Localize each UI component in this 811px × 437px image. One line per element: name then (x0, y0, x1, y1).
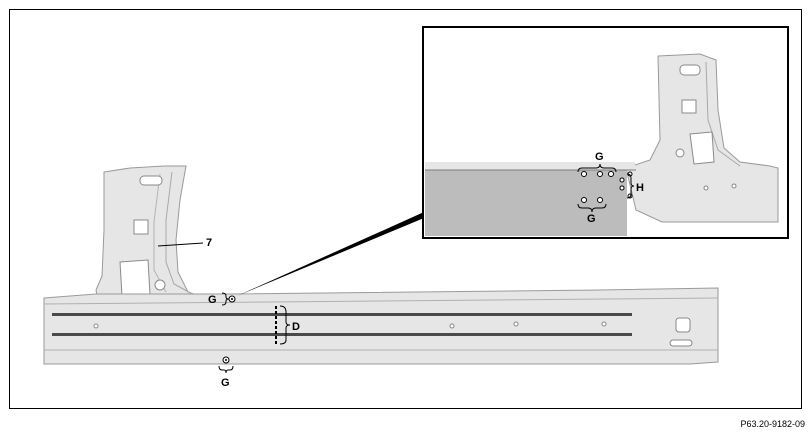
pillar-large-opening (119, 259, 151, 297)
callout-wedge (237, 212, 424, 296)
detail-panel-light (425, 162, 635, 170)
detail-weld (597, 171, 603, 177)
pillar-slot-top (139, 175, 163, 186)
pillar-round-hole (154, 279, 166, 291)
label-detail-g-bottom: G (587, 213, 596, 225)
detail-weld (581, 171, 587, 177)
pillar-inner-edge (165, 171, 197, 297)
label-d: D (292, 321, 300, 333)
document-reference: P63.20-9182-09 (740, 419, 805, 429)
sill-hole (93, 323, 99, 329)
pillar-square-hole (133, 219, 149, 235)
label-detail-h: H (636, 182, 644, 194)
detail-highlight-zone (425, 170, 627, 236)
label-g-top-left: G (208, 294, 217, 306)
detail-weld (597, 197, 603, 203)
sill-hole (601, 321, 607, 327)
part-7-leader (157, 242, 204, 247)
main-sill-panel: D G G 7 (43, 165, 719, 389)
detail-small-hole (731, 183, 737, 189)
detail-opening (689, 131, 715, 165)
detail-pillar-edge (705, 61, 741, 167)
label-g-bottom: G (221, 377, 230, 389)
sill-body (43, 287, 719, 365)
detail-small-hole (703, 185, 709, 191)
label-detail-g-top: G (595, 151, 604, 163)
label-part-7: 7 (206, 237, 212, 249)
detail-weld (608, 171, 614, 177)
sill-flange-top (43, 297, 719, 305)
sill-hole (449, 323, 455, 329)
detail-weld (619, 185, 625, 191)
detail-g-bottom-brace (577, 203, 607, 213)
rail-stripe-lower (52, 333, 632, 336)
g-top-left-weld-dot (231, 298, 233, 300)
detail-square-hole (681, 99, 697, 114)
sill-hole (513, 321, 519, 327)
sill-end-slot (669, 339, 693, 347)
g-bottom-brace (218, 365, 234, 374)
detail-weld (581, 197, 587, 203)
g-bottom-weld-dot (225, 359, 227, 361)
detail-round-hole (675, 148, 685, 158)
detail-g-top-brace (577, 163, 617, 173)
d-brace (279, 305, 291, 345)
detail-slot (679, 64, 701, 76)
rail-stripe-upper (52, 313, 632, 316)
sill-end-window (675, 317, 691, 333)
detail-inset: G G H (422, 26, 789, 239)
detail-h-brace (626, 173, 635, 199)
detail-weld (619, 177, 625, 183)
